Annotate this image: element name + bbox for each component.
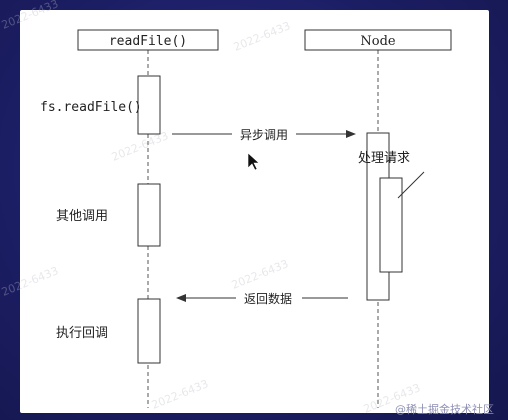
async-arrow-head xyxy=(346,130,356,138)
other-calls-label: 其他调用 xyxy=(56,209,108,224)
left-header-label: readFile() xyxy=(109,34,187,49)
credit-text: @稀土掘金技术社区 xyxy=(395,403,494,416)
activation-node-inner xyxy=(379,177,403,273)
call-label: fs.readFile() xyxy=(40,100,142,115)
activation-readfile xyxy=(137,75,161,135)
exec-callback-label: 执行回调 xyxy=(56,326,108,341)
return-arrow-head xyxy=(176,294,186,302)
return-data-label: 返回数据 xyxy=(244,291,292,306)
right-header-box xyxy=(304,29,452,51)
activation-callback xyxy=(137,298,161,364)
left-header-box xyxy=(77,29,219,51)
async-call-label: 异步调用 xyxy=(240,128,288,142)
mouse-cursor-icon xyxy=(247,152,260,171)
process-request-label: 处理请求 xyxy=(358,151,410,166)
process-pointer xyxy=(397,171,425,199)
activation-other-calls xyxy=(137,183,161,247)
right-header-label: Node xyxy=(360,34,396,49)
slide-canvas xyxy=(20,10,489,413)
